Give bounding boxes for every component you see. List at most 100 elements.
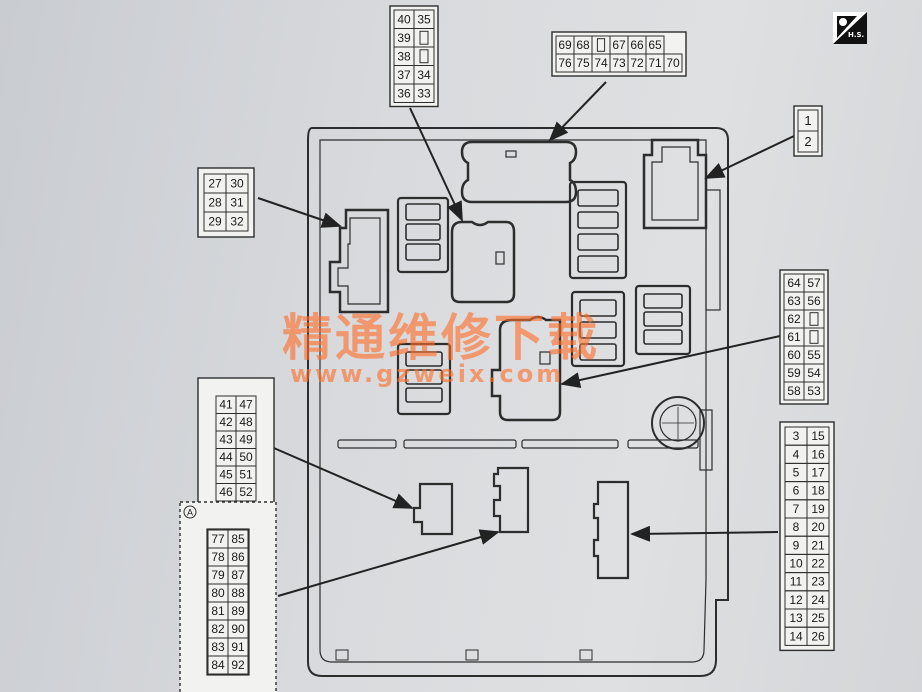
pin-label: 75 bbox=[576, 56, 590, 70]
pin-label: 66 bbox=[630, 38, 644, 52]
pin-label: 89 bbox=[231, 604, 245, 618]
pin-label: 45 bbox=[219, 468, 233, 482]
connector-mark: A bbox=[187, 508, 193, 518]
pin-label: 34 bbox=[417, 68, 431, 82]
pin-label: 51 bbox=[239, 468, 253, 482]
pin-label: 11 bbox=[790, 575, 803, 589]
middle-socket-key bbox=[495, 251, 505, 265]
pin-label: 3 bbox=[793, 429, 800, 443]
lower-right-socket bbox=[592, 480, 630, 580]
pin-label: 40 bbox=[397, 12, 411, 26]
pin-label: 48 bbox=[239, 415, 253, 429]
left-socket-inner bbox=[337, 217, 381, 305]
pin-label: 28 bbox=[208, 196, 222, 210]
pin-label: 57 bbox=[807, 276, 821, 290]
pin-label: 68 bbox=[576, 38, 590, 52]
pin-label: 59 bbox=[787, 366, 801, 380]
pin-label: 13 bbox=[789, 611, 803, 625]
pin-label: 21 bbox=[811, 538, 825, 552]
pin-label: 38 bbox=[397, 49, 411, 63]
pin-label: 42 bbox=[219, 415, 233, 429]
pin-label: 64 bbox=[787, 276, 801, 290]
pin-label: 72 bbox=[630, 56, 644, 70]
top-connector-socket bbox=[460, 140, 578, 204]
pin-label: 87 bbox=[231, 568, 245, 582]
watermark-chinese: 精通维修下载 bbox=[282, 308, 600, 367]
pin-label: 12 bbox=[789, 593, 803, 607]
pin-label: 26 bbox=[811, 629, 825, 643]
pin-label: 19 bbox=[811, 502, 825, 516]
pin-label: 86 bbox=[231, 550, 245, 564]
pin-label: 7 bbox=[793, 502, 800, 516]
fuse-box-housing bbox=[307, 127, 729, 677]
pin-label: 41 bbox=[219, 398, 233, 412]
pin-label: 69 bbox=[558, 38, 572, 52]
pin-label: 58 bbox=[787, 384, 801, 398]
pin-label: 22 bbox=[811, 557, 825, 571]
pin-label: 24 bbox=[811, 593, 825, 607]
pin-label: 8 bbox=[793, 520, 800, 534]
two-pin-socket-inner bbox=[651, 146, 699, 221]
pin-label: 62 bbox=[787, 312, 801, 326]
pin-label: 79 bbox=[211, 568, 225, 582]
pin-label: 9 bbox=[793, 538, 800, 552]
pin-label: 32 bbox=[230, 215, 244, 229]
pin-label: 53 bbox=[807, 384, 821, 398]
pin-label: 73 bbox=[612, 56, 626, 70]
pin-label: 2 bbox=[804, 134, 811, 149]
pin-label: 36 bbox=[397, 86, 411, 100]
pin-label: 92 bbox=[231, 658, 245, 672]
grommet bbox=[651, 396, 705, 450]
pin-label: 71 bbox=[648, 56, 662, 70]
pin-label: 33 bbox=[417, 86, 431, 100]
pin-label: 5 bbox=[793, 466, 800, 480]
pin-label: 29 bbox=[208, 215, 222, 229]
middle-socket bbox=[450, 220, 516, 304]
pin-label: 39 bbox=[397, 31, 411, 45]
pin-label: 61 bbox=[787, 330, 801, 344]
left-socket bbox=[328, 208, 390, 314]
pin-label: 47 bbox=[239, 398, 253, 412]
pin-label: 23 bbox=[811, 575, 825, 589]
pin-label: 14 bbox=[789, 629, 803, 643]
pin-label: 84 bbox=[211, 658, 225, 672]
pin-label: 90 bbox=[231, 622, 245, 636]
pin-label: 88 bbox=[231, 586, 245, 600]
pin-label: 85 bbox=[231, 532, 245, 546]
pin-label: 37 bbox=[397, 68, 411, 82]
pin-label: 49 bbox=[239, 433, 253, 447]
pin-label: 31 bbox=[230, 196, 244, 210]
pin-label: 74 bbox=[594, 56, 608, 70]
pin-label: 18 bbox=[811, 484, 825, 498]
pin-label: 81 bbox=[211, 604, 225, 618]
top-connector-key bbox=[505, 150, 517, 158]
pin-label: 76 bbox=[558, 56, 572, 70]
pin-label: 77 bbox=[211, 532, 225, 546]
divider-slots bbox=[337, 439, 699, 449]
pin-label: 15 bbox=[811, 429, 825, 443]
pin-label: 30 bbox=[230, 177, 244, 191]
pin-label: 16 bbox=[811, 447, 825, 461]
hs-badge-label: H.S. bbox=[848, 31, 865, 39]
two-pin-socket bbox=[642, 138, 708, 230]
pin-label: 55 bbox=[807, 348, 821, 362]
hs-badge-icon bbox=[833, 12, 867, 44]
pin-label: 56 bbox=[807, 294, 821, 308]
connector-b-legend: 12 bbox=[793, 105, 823, 157]
pin-label: 63 bbox=[787, 294, 801, 308]
pin-label: 50 bbox=[239, 450, 253, 464]
lower-middle-socket bbox=[492, 466, 530, 534]
pin-label: 17 bbox=[811, 466, 825, 480]
pin-label: 60 bbox=[787, 348, 801, 362]
lower-left-socket bbox=[412, 482, 454, 536]
pin-label: 65 bbox=[648, 38, 662, 52]
